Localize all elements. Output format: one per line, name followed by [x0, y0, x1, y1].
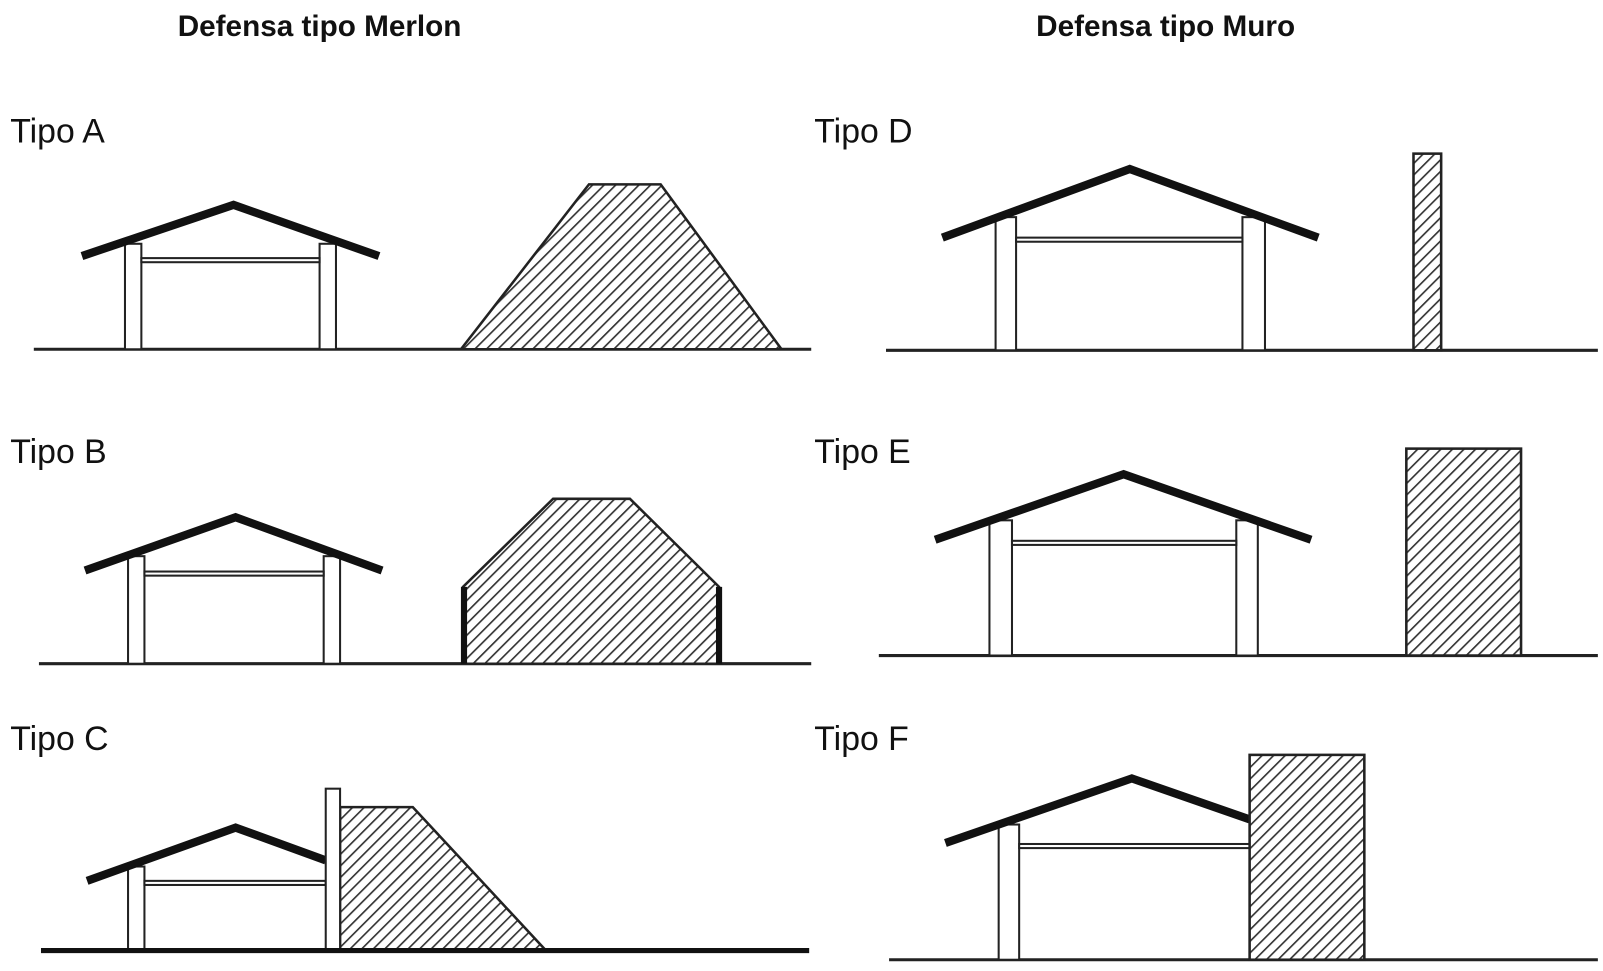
label-tipo-c: Tipo C	[10, 720, 108, 758]
merlon-barrier	[461, 497, 721, 666]
wall-barrier	[1412, 152, 1443, 352]
retaining-wall	[324, 787, 342, 952]
diagram-tipo-a: Tipo A	[10, 112, 812, 351]
heading-merlon: Defensa tipo Merlon	[178, 10, 462, 43]
building	[944, 774, 1251, 961]
diagram-tipo-c: Tipo C	[10, 720, 810, 954]
label-tipo-a: Tipo A	[10, 112, 105, 150]
diagram-tipo-f: Tipo F	[814, 720, 1598, 962]
building	[85, 823, 328, 952]
heading-muro: Defensa tipo Muro	[1036, 10, 1295, 43]
merlon-barrier	[458, 183, 785, 351]
building	[80, 200, 381, 351]
building	[940, 164, 1320, 352]
building	[83, 512, 384, 665]
label-tipo-f: Tipo F	[814, 720, 909, 758]
label-tipo-b: Tipo B	[10, 433, 106, 471]
diagram-tipo-b: Tipo B	[10, 433, 812, 666]
building	[933, 469, 1313, 657]
wall-barrier	[1405, 447, 1523, 657]
diagram-tipo-d: Tipo D	[814, 112, 1598, 352]
merlon-barrier	[338, 805, 549, 952]
label-tipo-e: Tipo E	[814, 433, 910, 471]
diagram-tipo-e: Tipo E	[814, 433, 1598, 658]
label-tipo-d: Tipo D	[814, 112, 912, 150]
wall-barrier	[1248, 753, 1366, 962]
